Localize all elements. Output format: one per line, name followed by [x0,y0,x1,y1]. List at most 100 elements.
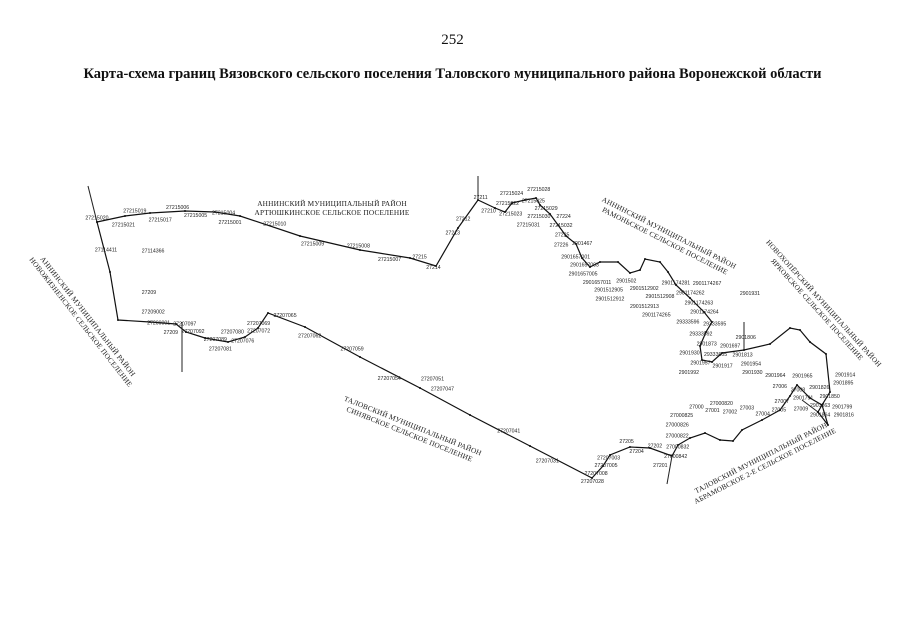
point-label: 2901174264 [690,310,719,316]
boundary-vertex [821,404,823,406]
point-label: 29333605 [704,352,727,358]
region-district-label: АННИНСКИЙ МУНИЦИПАЛЬНЫЙ РАЙОН [257,199,407,208]
region-settlement-label: НОВОЖИЗНЕНСКОЕ СЕЛЬСКОЕ ПОСЕЛЕНИЕ [27,255,134,389]
point-label: 27215021 [112,222,135,228]
boundary-vertex [457,227,459,229]
boundary-vertex [689,437,691,439]
point-label: 2901806 [736,335,756,341]
boundary-vertex [539,204,541,206]
boundary-vertex [184,210,186,212]
boundary-vertex [743,349,745,351]
point-label: 2901965 [792,374,812,380]
boundary-vertex [817,411,819,413]
boundary-vertex [109,271,111,273]
region-settlement-label: ЯРКОВСКОЕ СЕЛЬСКОЕ ПОСЕЛЕНИЕ [769,257,866,363]
boundary-vertex [511,202,513,204]
point-label: 27207069 [247,321,270,327]
boundary-vertex [149,321,151,323]
point-label: 27000822 [666,434,689,440]
point-label: 2901512913 [630,304,659,310]
page-number: 252 [441,32,464,48]
boundary-vertex [649,447,651,449]
boundary-vertex [699,345,701,347]
map-title: Карта-схема границ Вязовского сельского … [83,66,822,82]
point-label: 2901512902 [630,286,659,292]
boundary-vertex [575,243,577,245]
boundary-vertex [409,257,411,259]
boundary-lines [87,176,831,485]
point-label: 27215001 [218,220,241,226]
boundary-vertex [667,271,669,273]
boundary-vertex [565,235,567,237]
point-label: 2901512905 [594,288,623,294]
point-label: 2901957 [690,360,710,366]
point-label: 2901873 [697,341,717,347]
point-label: 27204 [629,449,644,455]
point-label: 27009 [794,406,809,412]
point-label: 2901813 [732,352,752,358]
point-label: 27207041 [497,429,520,435]
region-yarkovskoe: НОВОХОПЁРСКИЙ МУНИЦИПАЛЬНЫЙ РАЙОН ЯРКОВС… [764,238,884,369]
point-label: 2901992 [679,370,699,376]
boundary-vertex [477,199,479,201]
point-label: 27215022 [496,201,519,207]
boundary-vertex [117,319,119,321]
point-label: 27215023 [499,211,522,217]
point-label: 27000820 [710,401,733,407]
point-label: 27006 [773,384,788,390]
region-district-label: ТАЛОВСКИЙ МУНИЦИПАЛЬНЫЙ РАЙОН [343,394,484,458]
point-label: 2901850 [820,394,840,400]
boundary-vertex [124,215,126,217]
boundary-vertex [239,215,241,217]
boundary-vertex [469,414,471,416]
point-label: 27209002 [142,309,165,315]
boundary-vertex [524,199,526,201]
point-label: 27215030 [527,214,550,220]
boundary-vertex [689,297,691,299]
point-label: 27207089 [204,337,227,343]
boundary-vertex [244,336,246,338]
boundary-vertex [359,249,361,251]
point-label: 2901174263 [685,301,714,307]
boundary-vertex [304,326,306,328]
boundary-vertex [825,353,827,355]
boundary-vertex [719,439,721,441]
boundary-vertex [779,409,781,411]
point-label: 2901930 [679,351,699,357]
point-label: 29333592 [689,331,712,337]
point-label: 27207051 [421,376,444,382]
point-label: 27215029 [535,206,558,212]
boundary-vertex [741,429,743,431]
point-label: 27202 [648,443,663,449]
point-label: 27215031 [517,223,540,229]
point-label: 27214 [426,265,441,271]
boundary-vertex [761,419,763,421]
boundary-vertex [494,207,496,209]
boundary-vertex [705,331,707,333]
point-label: 2901657005 [569,272,598,278]
boundary-vertex [529,445,531,447]
point-label: 2901512912 [596,296,625,302]
point-label: 27210 [481,209,496,215]
point-label: 2901799 [832,404,852,410]
boundary-vertex [591,477,593,479]
boundary-vertex [799,329,801,331]
boundary-vertex [204,337,206,339]
point-label: 2901863 [810,403,830,409]
point-label: 2901174265 [642,313,671,319]
region-ramonskoe: АННИНСКИЙ МУНИЦИПАЛЬНЫЙ РАЙОН РАМОНЬСКОЕ… [600,195,738,277]
settlement-boundary-line [96,197,831,479]
point-label: 27000842 [664,454,687,460]
point-label: 27205 [619,439,634,445]
point-label: 27209001 [147,321,170,327]
point-label: 2901964 [765,373,785,379]
point-label: 2901174262 [676,291,705,297]
boundary-vertex [796,384,798,386]
boundary-vertex [769,343,771,345]
point-label: 2901864 [810,413,830,419]
region-settlement-label: АРТЮШКИНСКОЕ СЕЛЬСКОЕ ПОСЕЛЕНИЕ [255,208,410,217]
point-label: 27215020 [85,216,108,222]
point-label: 27207072 [247,329,270,335]
boundary-vertex [609,454,611,456]
